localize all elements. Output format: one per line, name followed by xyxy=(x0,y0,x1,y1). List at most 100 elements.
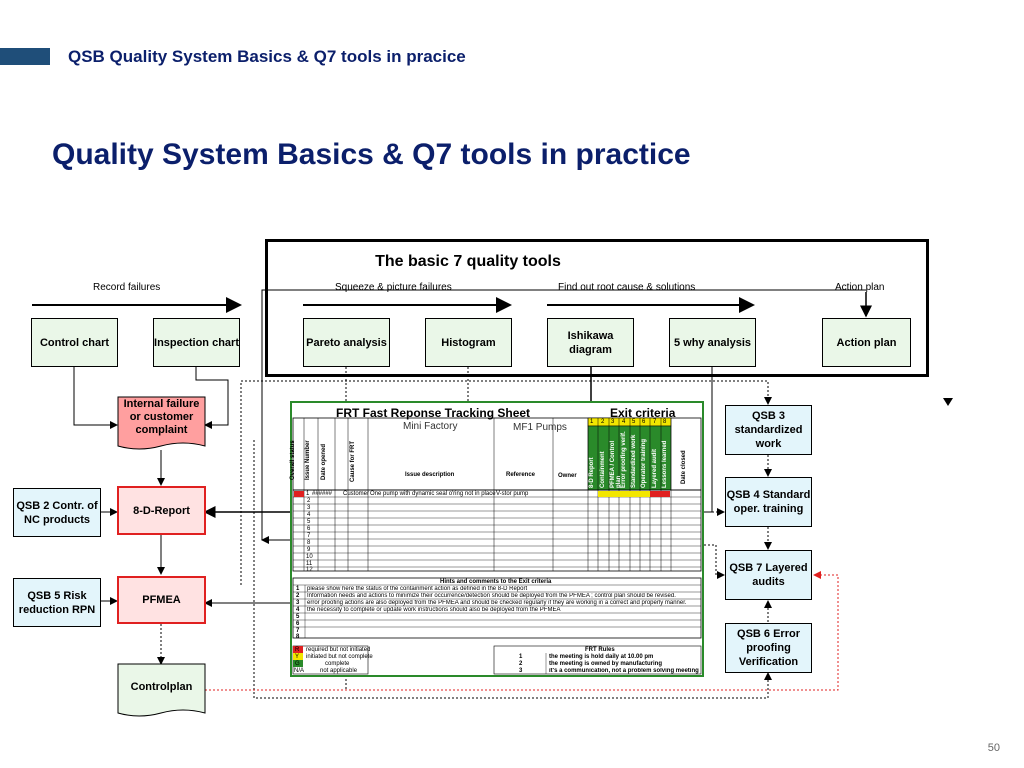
legend-text: not applicable xyxy=(320,668,358,674)
exit-label-4: Error proofing verif. xyxy=(621,431,627,488)
row1-number: 1 xyxy=(306,491,310,497)
col-issue-description: Issue description xyxy=(405,472,455,478)
rule-text: it's a communication, not a problem solv… xyxy=(549,668,699,674)
legend-code: R xyxy=(295,647,300,653)
tool-ishikawa-diagram: Ishikawa diagram xyxy=(547,318,634,367)
exit-num-1: 1 xyxy=(590,419,594,425)
tools-frame xyxy=(265,239,929,377)
qsb-6-box: QSB 6 Error proofing Verification xyxy=(725,623,812,673)
internal-failure-shape xyxy=(117,396,206,450)
pfmea-box: PFMEA xyxy=(117,576,206,624)
legend-code: G xyxy=(295,661,300,667)
controlplan-shape xyxy=(117,663,206,717)
row-number: 5 xyxy=(307,519,311,525)
hint-number: 4 xyxy=(296,607,300,613)
tools-title: The basic 7 quality tools xyxy=(375,253,561,270)
hint-number: 1 xyxy=(296,586,300,592)
controlplan-label: Controlplan xyxy=(130,681,193,693)
tool-inspection-chart: Inspection chart xyxy=(153,318,240,367)
frt-mini-factory: Mini Factory xyxy=(403,421,458,432)
row-number: 10 xyxy=(306,554,313,560)
exit-num-8: 8 xyxy=(663,419,667,425)
exit-num-6: 6 xyxy=(642,419,646,425)
row-number: 12 xyxy=(306,567,313,573)
col-issue-number: Issue Number xyxy=(305,440,311,480)
category-action-plan: Action plan xyxy=(835,282,885,293)
exit-label-2: Containment xyxy=(600,451,606,488)
row-number: 3 xyxy=(307,505,311,511)
hint-number: 7 xyxy=(296,628,300,634)
col-date-closed: Date closed xyxy=(681,450,687,484)
row-number: 9 xyxy=(307,547,311,553)
legend-code: N/A xyxy=(294,668,305,674)
exit-label-7: Layered audit xyxy=(652,448,658,488)
internal-failure-label: Internal failure or customer complaint xyxy=(123,398,200,436)
row-number: 8 xyxy=(307,540,311,546)
row1-cause: Customer xyxy=(343,491,370,497)
hint-text: the necessity to complete or update work… xyxy=(307,607,561,613)
legend-code: Y xyxy=(295,654,300,660)
8d-report-box: 8-D-Report xyxy=(117,486,206,535)
tool-histogram: Histogram xyxy=(425,318,512,367)
rule-number: 1 xyxy=(519,654,523,660)
qsb-7-box: QSB 7 Layered audits xyxy=(725,550,812,600)
hint-text: please show here the status of the conta… xyxy=(307,586,528,592)
header-accent-bar xyxy=(0,48,50,65)
tool-pareto-analysis: Pareto analysis xyxy=(303,318,390,367)
col-cause: Cause for FRT xyxy=(350,440,356,482)
exit-num-7: 7 xyxy=(653,419,657,425)
frt-exit-criteria-title: Exit criteria xyxy=(610,406,676,420)
hint-number: 3 xyxy=(296,600,300,606)
row-number: 11 xyxy=(306,561,313,567)
col-owner: Owner xyxy=(558,473,577,479)
page-number: 50 xyxy=(987,742,1000,754)
exit-label-6: Operator training xyxy=(641,438,647,488)
hint-number: 8 xyxy=(296,634,300,640)
hints-title: Hints and comments to the Exit criteria xyxy=(440,579,552,585)
legend-text: required but not initiated xyxy=(306,647,371,653)
header-title: QSB Quality System Basics & Q7 tools in … xyxy=(68,47,466,66)
row1-description: One pump with dynamic seal o'ring not in… xyxy=(370,491,496,497)
frt-sheet-title: FRT Fast Reponse Tracking Sheet xyxy=(336,406,531,420)
rule-number: 2 xyxy=(519,661,523,667)
rule-text: the meeting is hold daily at 10.00 pm xyxy=(549,654,654,660)
exit-label-8: Lessons learned xyxy=(662,440,668,488)
exit-num-3: 3 xyxy=(611,419,615,425)
hint-text: Information needs and actions to minimiz… xyxy=(307,593,676,599)
page-title: Quality System Basics & Q7 tools in prac… xyxy=(52,138,691,171)
exit-label-1: 8-D Report xyxy=(589,457,595,488)
row-number: 4 xyxy=(307,512,311,518)
exit-num-4: 4 xyxy=(622,419,626,425)
row-number: 7 xyxy=(307,533,311,539)
row-number: 6 xyxy=(307,526,311,532)
tool-control-chart: Control chart xyxy=(31,318,118,367)
row1-id: ###### xyxy=(312,491,333,497)
frt-pumps: MF1 Pumps xyxy=(513,422,567,433)
tool-5-why-analysis: 5 why analysis xyxy=(669,318,756,367)
exit-num-5: 5 xyxy=(632,419,636,425)
row1-reference: V-stor pump xyxy=(496,491,529,497)
col-date-opened: Date opened xyxy=(321,443,327,480)
rule-number: 3 xyxy=(519,668,523,674)
hint-number: 6 xyxy=(296,621,300,627)
hint-number: 2 xyxy=(296,593,300,599)
qsb-2-box: QSB 2 Contr. of NC products xyxy=(13,488,101,537)
category-record-failures: Record failures xyxy=(93,282,161,293)
exit-num-2: 2 xyxy=(601,419,605,425)
hint-number: 5 xyxy=(296,614,300,620)
category-root-cause: Find out root cause & solutions xyxy=(558,282,696,293)
rules-title: FRT Rules xyxy=(585,647,615,653)
qsb-3-box: QSB 3 standardized work xyxy=(725,405,812,455)
rule-text: the meeting is owned by manufacturing xyxy=(549,661,663,667)
legend-text: complete xyxy=(325,661,350,667)
hint-text: error proofing actions are also deployed… xyxy=(307,600,687,606)
col-reference: Reference xyxy=(506,472,536,478)
qsb-5-box: QSB 5 Risk reduction RPN xyxy=(13,578,101,627)
qsb-4-box: QSB 4 Standard oper. training xyxy=(725,477,812,527)
tool-action-plan: Action plan xyxy=(822,318,911,367)
col-overall-status: Overall status xyxy=(290,440,296,480)
exit-label-5: Standardized work xyxy=(631,434,637,488)
category-squeeze: Squeeze & picture failures xyxy=(335,282,452,293)
